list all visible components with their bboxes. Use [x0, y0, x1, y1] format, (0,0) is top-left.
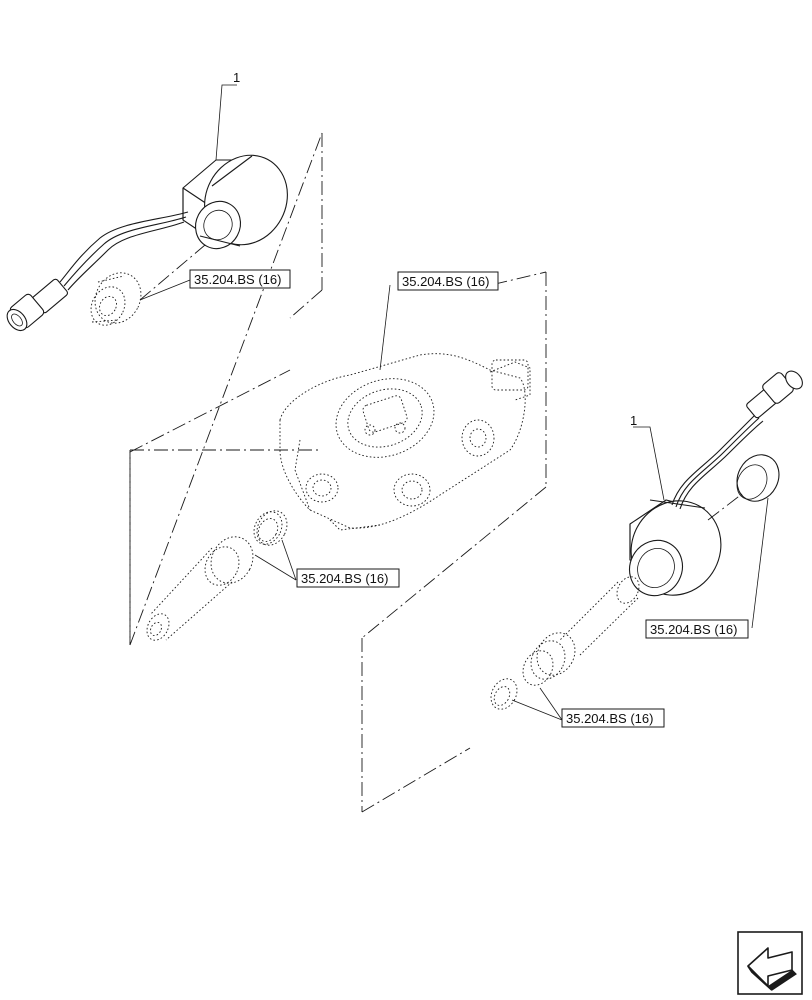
connector-plug-right	[746, 370, 803, 419]
ref-callout-c-text: 35.204.BS (16)	[301, 571, 388, 586]
dotted-nut-upper	[90, 272, 142, 326]
ref-callout-a-text: 35.204.BS (16)	[194, 272, 281, 287]
ref-callout-d[interactable]: 35.204.BS (16)	[645, 619, 749, 639]
ref-callout-a[interactable]: 35.204.BS (16)	[189, 269, 291, 289]
leader-lines	[139, 84, 769, 721]
valve-cartridge-right	[522, 576, 640, 686]
center-assembly-outline	[129, 271, 547, 813]
axis-line-right	[707, 493, 743, 521]
solenoid-coil-right	[628, 499, 722, 597]
wire-harness-upper	[59, 211, 189, 291]
item-number-right: 1	[630, 413, 637, 428]
item-number-upper: 1	[233, 70, 240, 85]
ref-callout-c[interactable]: 35.204.BS (16)	[296, 568, 400, 588]
o-ring-right	[490, 678, 518, 710]
axis-line-upper	[139, 244, 206, 301]
ref-callout-e[interactable]: 35.204.BS (16)	[561, 708, 665, 728]
ref-callout-d-text: 35.204.BS (16)	[650, 622, 737, 637]
valve-body-center	[279, 353, 531, 531]
arrow-left-icon[interactable]	[737, 931, 803, 995]
o-ring-center	[253, 511, 283, 545]
solenoid-coil-upper	[182, 154, 288, 250]
dust-cap-right	[736, 454, 780, 502]
ref-callout-e-text: 35.204.BS (16)	[566, 711, 653, 726]
wire-harness-right	[671, 414, 764, 510]
valve-cartridge-center	[146, 510, 288, 641]
connector-plug-upper	[6, 278, 69, 332]
ref-callout-b[interactable]: 35.204.BS (16)	[397, 271, 499, 291]
ref-callout-b-text: 35.204.BS (16)	[402, 274, 489, 289]
